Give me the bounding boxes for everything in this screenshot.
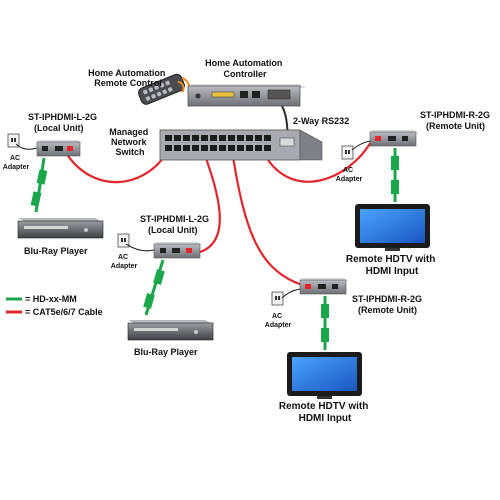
- power-outlet-icon: [7, 133, 20, 148]
- power-outlet-icon: [117, 233, 130, 248]
- switch-title-3: Switch: [115, 147, 144, 157]
- ac3-line2: Adapter: [336, 176, 363, 183]
- switch-title-2: Network: [111, 137, 148, 147]
- svg-text:Managed Network Switch: Managed Network Switch: [109, 127, 151, 157]
- hdmi-cable-local2: [143, 259, 165, 316]
- cat-cable-local2: [199, 154, 221, 254]
- bluray1-label: Blu-Ray Player: [24, 246, 88, 256]
- local-unit-2: [117, 233, 202, 259]
- cat-cables: [63, 139, 373, 287]
- svg-text:AC Adapter: AC Adapter: [336, 167, 363, 183]
- switch-title-1: Managed: [109, 127, 148, 137]
- bluray2-label: Blu-Ray Player: [134, 347, 198, 357]
- cat-cable-remote2: [230, 149, 303, 287]
- svg-text:AC Adapter: AC Adapter: [3, 155, 30, 171]
- ac4-line1: AC: [272, 313, 282, 320]
- ac4-line2: Adapter: [265, 322, 292, 329]
- rs232-label: 2-Way RS232: [293, 116, 349, 126]
- local-unit-1: [7, 133, 82, 157]
- tv-screen-icon: [360, 209, 425, 243]
- local2-role: (Local Unit): [148, 225, 198, 235]
- legend-cat-label: = CAT5e/6/7 Cable: [25, 307, 103, 317]
- cat-cable-local1: [63, 149, 169, 184]
- network-switch: [159, 129, 323, 161]
- hdtv2-line1: Remote HDTV with: [279, 401, 368, 412]
- controller-title-2: Controller: [223, 69, 266, 79]
- local1-model: ST-IPHDMI-L-2G: [28, 112, 97, 122]
- hdmi-cable-local1: [30, 157, 48, 213]
- remote2-role: (Remote Unit): [358, 305, 417, 315]
- svg-text:Remote HDTV with HDMI Inpu: Remote HDTV with HDMI Input: [346, 254, 438, 277]
- remote-title-1: Home Automation: [88, 68, 165, 78]
- cat-cable-remote1: [261, 139, 373, 183]
- svg-text:Remote HDTV with HDMI Inpu: Remote HDTV with HDMI Input: [279, 401, 371, 424]
- hdmi-cable-remote2: [321, 296, 329, 350]
- hdtv2-line2: HDMI Input: [299, 413, 352, 424]
- remote-unit-1: [341, 130, 418, 160]
- remote-unit-2: [271, 278, 348, 306]
- power-outlet-icon: [271, 291, 284, 306]
- remote1-role: (Remote Unit): [426, 121, 485, 131]
- svg-text:Home Automation Controller: Home Automation Controller: [205, 58, 285, 79]
- ac1-line1: AC: [10, 155, 20, 162]
- tv-screen-icon: [292, 357, 357, 391]
- hdmi-cable-remote1: [391, 148, 399, 202]
- svg-text:Home Automation Remote Con: Home Automation Remote Control: [88, 68, 168, 88]
- ac2-line2: Adapter: [111, 263, 138, 270]
- controller-title-1: Home Automation: [205, 58, 282, 68]
- home-automation-controller: [187, 84, 306, 107]
- hdtv1-line1: Remote HDTV with: [346, 254, 435, 265]
- legend: = HD-xx-MM = CAT5e/6/7 Cable: [6, 294, 103, 317]
- remote1-model: ST-IPHDMI-R-2G: [420, 110, 490, 120]
- svg-text:AC Adapter: AC Adapter: [265, 313, 292, 329]
- hdtv1-line2: HDMI Input: [366, 266, 419, 277]
- bluray-player-2: [127, 320, 214, 341]
- ac2-line1: AC: [118, 254, 128, 261]
- remote-title-2: Remote Control: [94, 78, 162, 88]
- local2-model: ST-IPHDMI-L-2G: [140, 214, 209, 224]
- ac3-line1: AC: [343, 167, 353, 174]
- power-outlet-icon: [341, 145, 354, 160]
- remote2-model: ST-IPHDMI-R-2G: [352, 294, 422, 304]
- ac1-line2: Adapter: [3, 164, 30, 171]
- hdtv-1: [355, 204, 430, 251]
- svg-text:AC Adapter: AC Adapter: [111, 254, 138, 270]
- hdtv-2: [287, 352, 362, 399]
- local1-role: (Local Unit): [34, 123, 84, 133]
- remote-control: [138, 73, 191, 105]
- legend-hdmi-label: = HD-xx-MM: [25, 294, 77, 304]
- bluray-player-1: [17, 218, 104, 239]
- switch-ports: [165, 135, 271, 151]
